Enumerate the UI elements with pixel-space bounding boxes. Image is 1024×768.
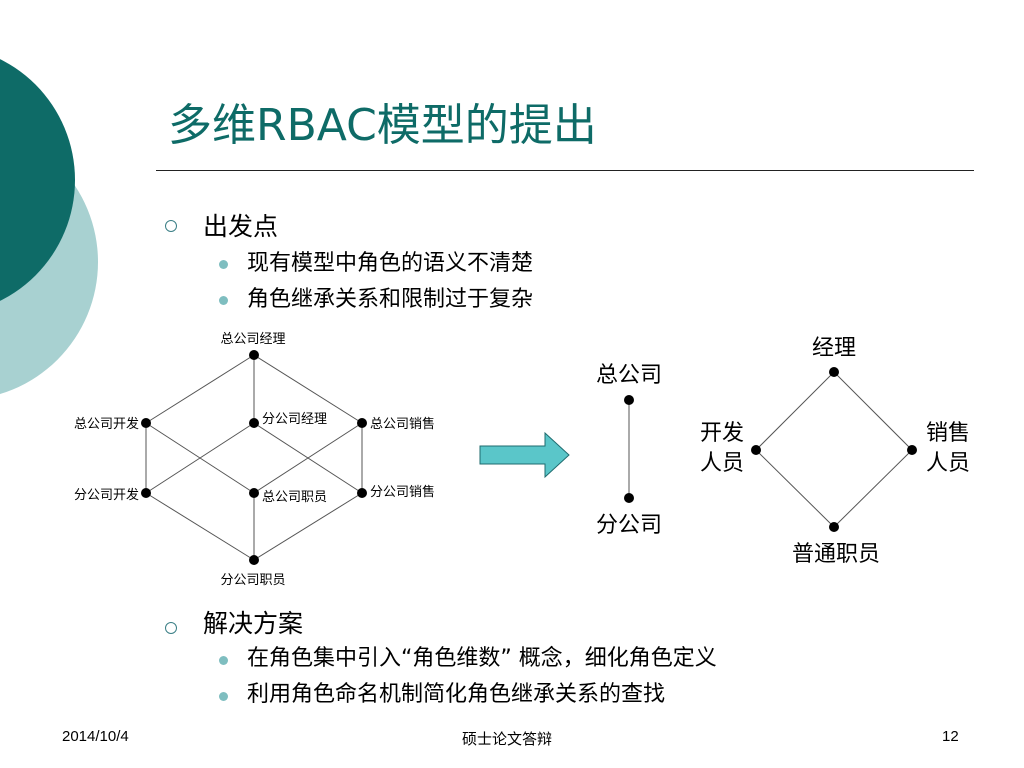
footer-title: 硕士论文答辩 bbox=[462, 730, 553, 748]
left-lattice-edges bbox=[145, 354, 363, 561]
node-label: 人员 bbox=[926, 451, 970, 476]
node-label: 分公司职员 bbox=[220, 573, 285, 588]
bullet-dot-icon bbox=[219, 260, 228, 269]
node-label: 总公司销售 bbox=[370, 416, 435, 432]
page-number: 12 bbox=[942, 728, 959, 745]
node-label: 开发 bbox=[700, 421, 744, 446]
slide-title: 多维RBAC模型的提出 bbox=[168, 100, 597, 151]
decor-circle-dark bbox=[0, 59, 75, 301]
section-heading-solution: 解决方案 bbox=[203, 609, 304, 638]
section-heading-start: 出发点 bbox=[203, 212, 279, 241]
right-diamond-nodes bbox=[751, 367, 917, 532]
right-diamond-edges bbox=[755, 371, 913, 528]
left-lattice-nodes bbox=[141, 350, 367, 565]
node-label: 经理 bbox=[812, 336, 856, 361]
bullet-item: 在角色集中引入“角色维数” 概念，细化角色定义 bbox=[247, 646, 717, 671]
node-label: 总公司 bbox=[596, 363, 662, 388]
bullet-dot-icon bbox=[219, 692, 228, 701]
bullet-item: 利用角色命名机制简化角色继承关系的查找 bbox=[247, 682, 666, 707]
bullet-item: 角色继承关系和限制过于复杂 bbox=[247, 287, 534, 312]
node-label: 分公司 bbox=[596, 513, 662, 538]
mid-node bbox=[624, 395, 634, 405]
bullet-dot-icon bbox=[219, 656, 228, 665]
node-label: 总公司开发 bbox=[74, 416, 139, 432]
bullet-dot-icon bbox=[219, 296, 228, 305]
node-label: 总公司职员 bbox=[262, 490, 327, 505]
mid-node bbox=[624, 493, 634, 503]
bullet-item: 现有模型中角色的语义不清楚 bbox=[247, 251, 534, 276]
node-label: 总公司经理 bbox=[220, 332, 285, 347]
node-label: 人员 bbox=[700, 451, 744, 476]
node-label: 分公司经理 bbox=[262, 412, 327, 427]
decorative-circles bbox=[0, 59, 98, 395]
node-label: 分公司销售 bbox=[370, 484, 435, 500]
right-arrow-icon bbox=[479, 431, 570, 479]
hollow-bullet-icon bbox=[165, 220, 177, 232]
node-label: 分公司开发 bbox=[74, 487, 139, 503]
node-label: 销售 bbox=[926, 421, 970, 446]
footer-date: 2014/10/4 bbox=[62, 728, 129, 745]
hollow-bullet-icon bbox=[165, 622, 177, 634]
node-label: 普通职员 bbox=[792, 542, 880, 567]
title-divider bbox=[156, 170, 974, 171]
